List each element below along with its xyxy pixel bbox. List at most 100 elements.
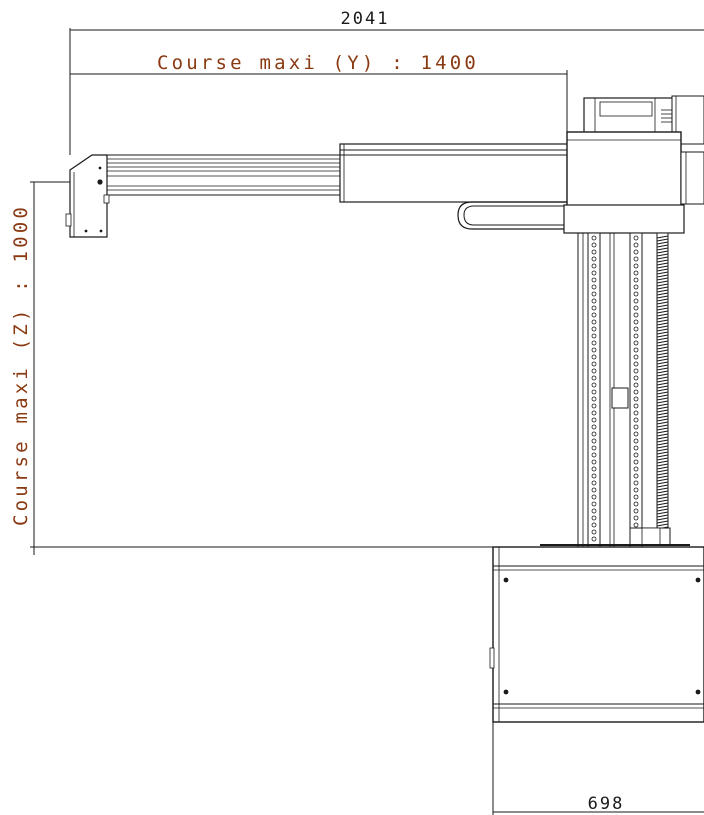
rail-hole: [633, 361, 639, 367]
rail-hole: [591, 284, 597, 290]
screw-thread-line: [656, 301, 669, 305]
rail-hole: [633, 263, 639, 269]
rail-hole: [591, 494, 597, 500]
screw-thread-line: [656, 373, 669, 377]
screw-thread-line: [656, 496, 669, 500]
rail-hole: [633, 417, 639, 423]
screw-thread-line: [656, 400, 669, 404]
screw-thread-line: [656, 421, 669, 425]
screw-thread-line: [656, 475, 669, 479]
rail-hole: [591, 466, 597, 472]
rail-hole: [591, 263, 597, 269]
screw-thread-line: [656, 481, 669, 485]
rail-hole: [591, 242, 597, 248]
right-rail-holes: [633, 235, 639, 542]
screw-thread-line: [656, 286, 669, 290]
rail-hole: [633, 508, 639, 514]
screw-thread-line: [656, 346, 669, 350]
screw-thread-line: [656, 289, 669, 293]
screw-thread-line: [656, 268, 669, 272]
z-stroke-dimension: Course maxi (Z) : 1000: [10, 181, 545, 555]
screw-thread-line: [656, 253, 669, 257]
screw-thread-line: [656, 265, 669, 269]
rail-hole: [633, 249, 639, 255]
screw-thread-line: [656, 511, 669, 515]
left-rail-holes: [591, 235, 597, 542]
screw-thread-line: [656, 487, 669, 491]
screw-thread-line: [656, 499, 669, 503]
rail-hole: [591, 515, 597, 521]
rail-hole: [633, 305, 639, 311]
screw-thread-line: [656, 502, 669, 506]
screw-thread-line: [656, 433, 669, 437]
rail-hole: [633, 480, 639, 486]
screw-thread-line: [656, 274, 669, 278]
rail-hole: [591, 508, 597, 514]
screw-thread-line: [656, 358, 669, 362]
overall-width-dimension: 2041: [69, 9, 704, 155]
screw-thread-line: [656, 436, 669, 440]
screw-thread-line: [656, 325, 669, 329]
screw-thread-line: [656, 493, 669, 497]
screw-thread-line: [656, 292, 669, 296]
screw-thread-line: [656, 328, 669, 332]
rail-hole: [633, 235, 639, 241]
screw-thread-line: [656, 457, 669, 461]
screw-thread-line: [656, 505, 669, 509]
rail-hole: [633, 256, 639, 262]
rail-hole: [633, 326, 639, 332]
screw-thread-line: [656, 259, 669, 263]
rail-hole: [591, 438, 597, 444]
screw-thread-line: [656, 469, 669, 473]
screw-thread-line: [656, 361, 669, 365]
screw-thread-line: [656, 388, 669, 392]
screw-thread-line: [656, 484, 669, 488]
screw-thread-line: [656, 448, 669, 452]
screw-thread-line: [656, 352, 669, 356]
rail-hole: [591, 424, 597, 430]
rail-hole: [591, 473, 597, 479]
y-stroke-dimension: Course maxi (Y) : 1400: [70, 52, 568, 132]
screw-thread-line: [656, 247, 669, 251]
rail-hole: [591, 361, 597, 367]
screw-thread-line: [656, 439, 669, 443]
screw-thread-line: [656, 235, 669, 239]
screw-thread-line: [656, 307, 669, 311]
screw-thread-line: [656, 334, 669, 338]
screw-thread-line: [656, 391, 669, 395]
rail-hole: [633, 403, 639, 409]
screw-thread-line: [656, 310, 669, 314]
rail-hole: [633, 284, 639, 290]
screw-thread-line: [656, 508, 669, 512]
screw-thread-line: [656, 316, 669, 320]
rail-hole: [633, 396, 639, 402]
rail-hole: [591, 445, 597, 451]
screw-thread-line: [656, 304, 669, 308]
screw-thread-line: [656, 442, 669, 446]
screw-thread-line: [656, 319, 669, 323]
screw-thread-line: [656, 451, 669, 455]
screw-thread-line: [656, 382, 669, 386]
rail-hole: [633, 382, 639, 388]
screw-thread-line: [656, 397, 669, 401]
rail-hole: [591, 529, 597, 535]
rail-hole: [633, 473, 639, 479]
gripper-head: [65, 154, 110, 238]
rail-hole: [633, 312, 639, 318]
screw-thread-line: [656, 427, 669, 431]
rail-hole: [633, 354, 639, 360]
rail-hole: [591, 277, 597, 283]
screw-thread-line: [656, 418, 669, 422]
screw-thread-line: [656, 271, 669, 275]
rail-hole: [591, 396, 597, 402]
screw-thread-line: [656, 331, 669, 335]
screw-thread-line: [656, 364, 669, 368]
rail-hole: [633, 319, 639, 325]
screw-thread-line: [656, 520, 669, 524]
rail-hole: [591, 431, 597, 437]
rail-hole: [633, 277, 639, 283]
rail-hole: [591, 417, 597, 423]
rail-hole: [633, 494, 639, 500]
rail-hole: [633, 333, 639, 339]
